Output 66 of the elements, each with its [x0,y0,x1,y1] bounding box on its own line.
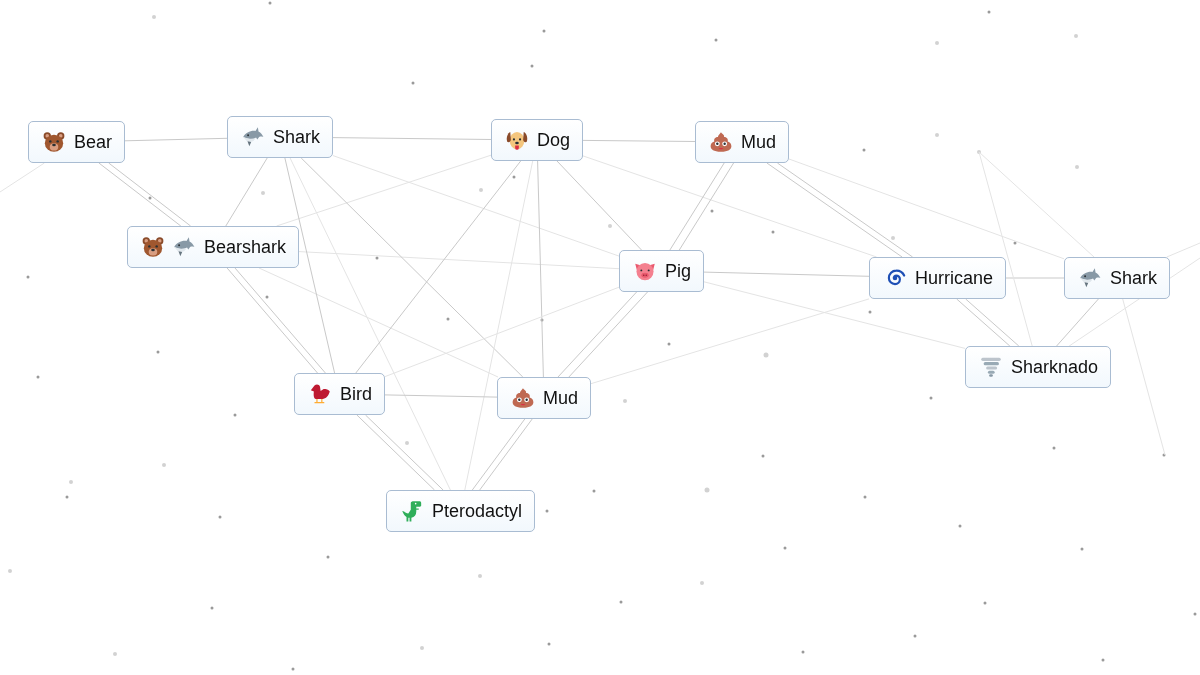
element-card [619,250,704,292]
element-name: Shark [1110,267,1158,289]
connector-line [678,162,735,251]
connector-line [556,160,642,251]
element-name: Pig [665,260,691,282]
connector-line [537,160,544,378]
connector-line [1166,242,1200,258]
connector-line [965,298,1020,347]
connector-line [788,158,1065,260]
element-name: Sharknado [1011,356,1099,378]
connector-line [365,414,444,491]
connector-line [669,162,725,251]
connector-line [276,154,492,227]
connector-line [582,155,878,258]
connector-line [332,137,492,140]
connector-line [1056,298,1099,347]
element-card [28,121,126,163]
connector-line [234,267,326,374]
element-name: Shark [273,126,321,148]
connector-line [956,298,1011,347]
connector-line [0,162,45,193]
element-card [227,116,334,158]
connector-line [300,157,524,378]
connector-line [1122,298,1166,456]
connector-line [978,151,1033,347]
element-card [965,346,1112,388]
connector-line [108,162,192,227]
element-card [491,119,584,161]
element-name: Hurricane [915,267,994,289]
connector-line [384,394,498,398]
connector-line [225,157,268,227]
connector-line [258,267,499,378]
connector-line [384,286,620,378]
connector-line [479,418,533,491]
element-card [386,490,536,532]
element-name: Pterodactyl [432,500,523,522]
element-name: Mud [741,131,776,153]
element-name: Mud [543,387,578,409]
connector-line [98,162,182,227]
element-card [127,226,300,268]
connector-line [703,271,870,277]
element-name: Bear [74,131,113,153]
connector-line [332,155,620,257]
connector-line [464,160,534,491]
element-card [869,257,1007,299]
element-card [695,121,789,163]
connector-line [978,151,1095,258]
connector-line [568,291,648,378]
connector-line [471,418,526,491]
element-card [1064,257,1171,299]
connector-line [289,157,451,491]
element-name: Bearshark [204,236,287,258]
connector-line [582,139,696,142]
element-name: Dog [537,129,571,151]
connector-line [703,281,966,349]
connector-line [356,414,435,491]
connector-line [298,251,620,270]
connector-line [284,157,336,374]
connector-line [557,291,638,378]
element-name: Bird [340,383,372,405]
element-card [294,373,385,415]
connector-line [590,298,870,385]
connector-line [355,160,522,374]
connector-line [226,267,318,374]
element-card [497,377,591,419]
connector-line [124,137,228,142]
